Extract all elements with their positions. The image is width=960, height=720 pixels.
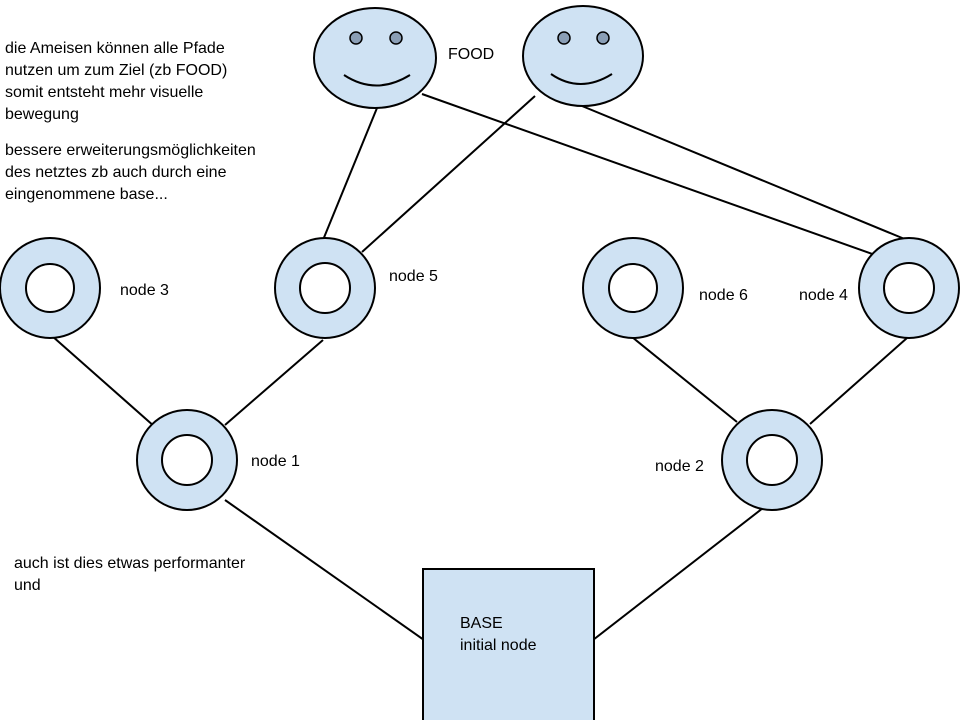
node-ring-6 <box>582 237 684 339</box>
food-smiley-right <box>522 5 644 107</box>
edge-node5-food1 <box>322 107 378 241</box>
eye-icon <box>389 31 403 45</box>
note-line: und <box>14 577 41 594</box>
smile-icon <box>343 74 411 87</box>
node-ring-1 <box>136 409 238 511</box>
eye-icon <box>596 31 610 45</box>
note-line: auch ist dies etwas performanter <box>14 555 246 572</box>
edge-base-node1 <box>224 499 425 641</box>
smile-icon <box>550 73 613 85</box>
node-ring-2 <box>721 409 823 511</box>
node-6-label: node 6 <box>699 287 748 304</box>
note-line: nutzen um zum Ziel (zb FOOD) <box>5 62 228 79</box>
note-line: somit entsteht mehr visuelle <box>5 84 204 101</box>
eye-icon <box>349 31 363 45</box>
base-subtitle: initial node <box>460 637 537 654</box>
note-line: die Ameisen können alle Pfade <box>5 40 225 57</box>
edge-food1-node4 <box>421 93 879 257</box>
note-line: eingenommene base... <box>5 186 168 203</box>
node-4-label: node 4 <box>799 287 848 304</box>
note-line: bessere erweiterungsmöglichkeiten <box>5 142 256 159</box>
edge-node2-node4 <box>809 337 908 425</box>
connections <box>42 93 908 641</box>
note-line: bewegung <box>5 106 79 123</box>
food-smiley-left <box>313 7 437 109</box>
edge-food2-node4 <box>581 105 908 241</box>
node-3-label: node 3 <box>120 282 169 299</box>
node-ring-4 <box>858 237 960 339</box>
base-title: BASE <box>460 615 503 632</box>
note-line: des netztes zb auch durch eine <box>5 164 227 181</box>
note-top-left: die Ameisen können alle Pfade nutzen um … <box>5 38 256 206</box>
edge-node2-node6 <box>631 336 738 423</box>
edge-base-node2 <box>592 507 764 641</box>
edge-node1-node3 <box>42 327 156 428</box>
node-ring-3 <box>0 237 101 339</box>
node-2-label: node 2 <box>655 458 704 475</box>
edge-node5-food2 <box>361 95 536 253</box>
node-ring-5 <box>274 237 376 339</box>
eye-icon <box>557 31 571 45</box>
node-1-label: node 1 <box>251 453 300 470</box>
edge-node1-node5 <box>224 339 324 426</box>
note-spacer <box>5 126 256 140</box>
food-label: FOOD <box>448 46 494 63</box>
note-bottom-left: auch ist dies etwas performanter und <box>14 553 245 597</box>
base-box <box>422 568 595 720</box>
node-5-label: node 5 <box>389 268 438 285</box>
